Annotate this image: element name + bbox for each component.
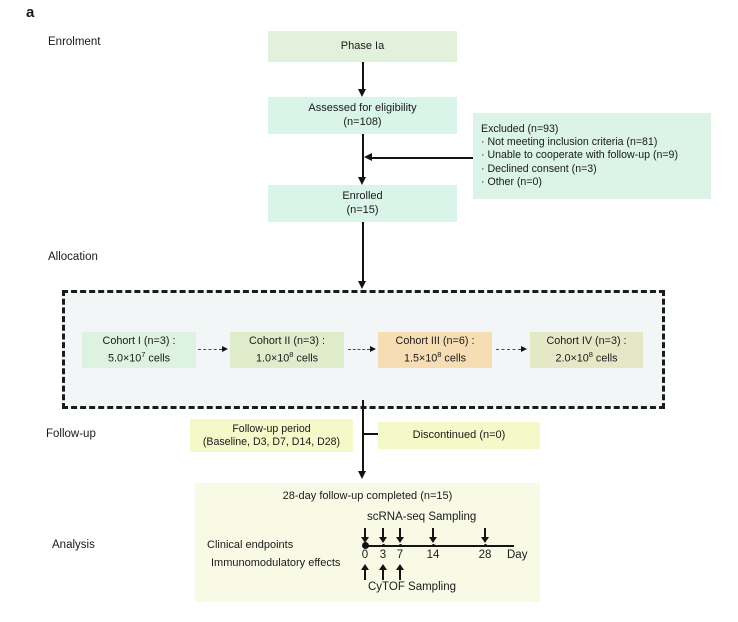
cytof-tick-arrow: [361, 564, 369, 580]
discontinued-box: Discontinued (n=0): [378, 422, 540, 449]
assessed-box-line2: (n=108): [343, 115, 382, 128]
cytof-sampling-label: CyTOF Sampling: [368, 581, 456, 593]
followup-period-box: Follow-up period (Baseline, D3, D7, D14,…: [190, 419, 353, 452]
stage-label-allocation: Allocation: [48, 251, 98, 263]
timeline-axis: [363, 545, 514, 547]
excluded-item: · Unable to cooperate with follow-up (n=…: [481, 149, 678, 162]
day-tick-label: 0: [361, 549, 369, 561]
excluded-arrowhead-left: [364, 153, 372, 161]
followup-period-line2: (Baseline, D3, D7, D14, D28): [202, 435, 341, 448]
flow-arrowhead-down: [358, 471, 366, 479]
phase-box-text: Phase Ia: [340, 39, 385, 52]
cohort-4-box: Cohort IV (n=3) : 2.0×108 cells: [530, 332, 643, 368]
phase-box: Phase Ia: [268, 31, 457, 62]
scrna-tick-arrow: [396, 528, 404, 544]
scrna-tick-arrow: [379, 528, 387, 544]
day-tick-label: 3: [379, 549, 387, 561]
cohort-3-dose: 1.5×108 cells: [403, 349, 467, 365]
cohort-2-box: Cohort II (n=3) : 1.0×108 cells: [230, 332, 344, 368]
day-tick-label: 14: [426, 549, 440, 561]
cohort-4-title: Cohort IV (n=3) :: [546, 334, 627, 347]
cohort-1-title: Cohort I (n=3) :: [102, 334, 176, 347]
stage-label-followup: Follow-up: [46, 428, 96, 440]
timeline-dot-day14: [431, 544, 435, 548]
excluded-item: · Declined consent (n=3): [481, 162, 597, 175]
discontinued-text: Discontinued (n=0): [412, 428, 506, 441]
timeline-dot-day3: [381, 544, 385, 548]
assessed-box: Assessed for eligibility (n=108): [268, 97, 457, 134]
escalation-dashed-arrow: [198, 349, 222, 350]
excluded-title: Excluded (n=93): [481, 122, 559, 135]
timeline-dot-day0: [361, 542, 369, 549]
enrolled-box-line2: (n=15): [346, 203, 379, 216]
flow-arrowhead-down: [358, 89, 366, 97]
escalation-dashed-arrow: [348, 349, 370, 350]
cohort-3-title: Cohort III (n=6) :: [395, 334, 475, 347]
scrna-tick-arrow: [361, 528, 369, 544]
stage-label-analysis: Analysis: [52, 539, 95, 551]
assessed-box-line1: Assessed for eligibility: [308, 102, 417, 114]
cytof-tick-arrow: [396, 564, 404, 580]
stage-label-enrolment: Enrolment: [48, 36, 101, 48]
cohort-2-title: Cohort II (n=3) :: [249, 334, 325, 347]
cohort-3-box: Cohort III (n=6) : 1.5×108 cells: [378, 332, 492, 368]
cohort-2-dose: 1.0×108 cells: [255, 349, 319, 365]
cohort-1-dose: 5.0×107 cells: [107, 349, 171, 365]
day-tick-label: 28: [478, 549, 492, 561]
flow-arrow-line: [362, 400, 364, 472]
flow-arrow-line: [362, 134, 364, 178]
excluded-box: Excluded (n=93) · Not meeting inclusion …: [473, 113, 711, 199]
timeline-dot-day28: [483, 544, 487, 548]
escalation-arrowhead-right: [521, 346, 527, 352]
escalation-arrowhead-right: [222, 346, 228, 352]
escalation-dashed-arrow: [496, 349, 521, 350]
flow-arrow-line: [362, 222, 364, 282]
flow-arrowhead-down: [358, 177, 366, 185]
completed-text: 28-day follow-up completed (n=15): [282, 490, 453, 502]
figure-panel-label: a: [26, 4, 35, 21]
excluded-item: · Other (n=0): [481, 175, 542, 188]
flow-arrow-line: [362, 62, 364, 90]
scrna-tick-arrow: [429, 528, 437, 544]
discontinued-connector-line: [363, 433, 378, 435]
day-tick-label: 7: [396, 549, 404, 561]
immunomodulatory-effects-label: Immunomodulatory effects: [211, 557, 341, 569]
flow-arrowhead-down: [358, 281, 366, 289]
enrolled-box: Enrolled (n=15): [268, 185, 457, 222]
enrolled-box-line1: Enrolled: [342, 190, 383, 202]
excluded-item: · Not meeting inclusion criteria (n=81): [481, 136, 658, 149]
clinical-endpoints-label: Clinical endpoints: [207, 539, 294, 551]
scrna-sampling-label: scRNA-seq Sampling: [367, 511, 477, 523]
timeline-dot-day7: [398, 544, 402, 548]
scrna-tick-arrow: [481, 528, 489, 544]
day-axis-label: Day: [507, 549, 528, 561]
cohort-1-box: Cohort I (n=3) : 5.0×107 cells: [82, 332, 196, 368]
cohort-4-dose: 2.0×108 cells: [555, 349, 618, 365]
excluded-arrow-line: [371, 157, 473, 159]
followup-period-line1: Follow-up period: [232, 422, 311, 435]
cytof-tick-arrow: [379, 564, 387, 580]
escalation-arrowhead-right: [370, 346, 376, 352]
